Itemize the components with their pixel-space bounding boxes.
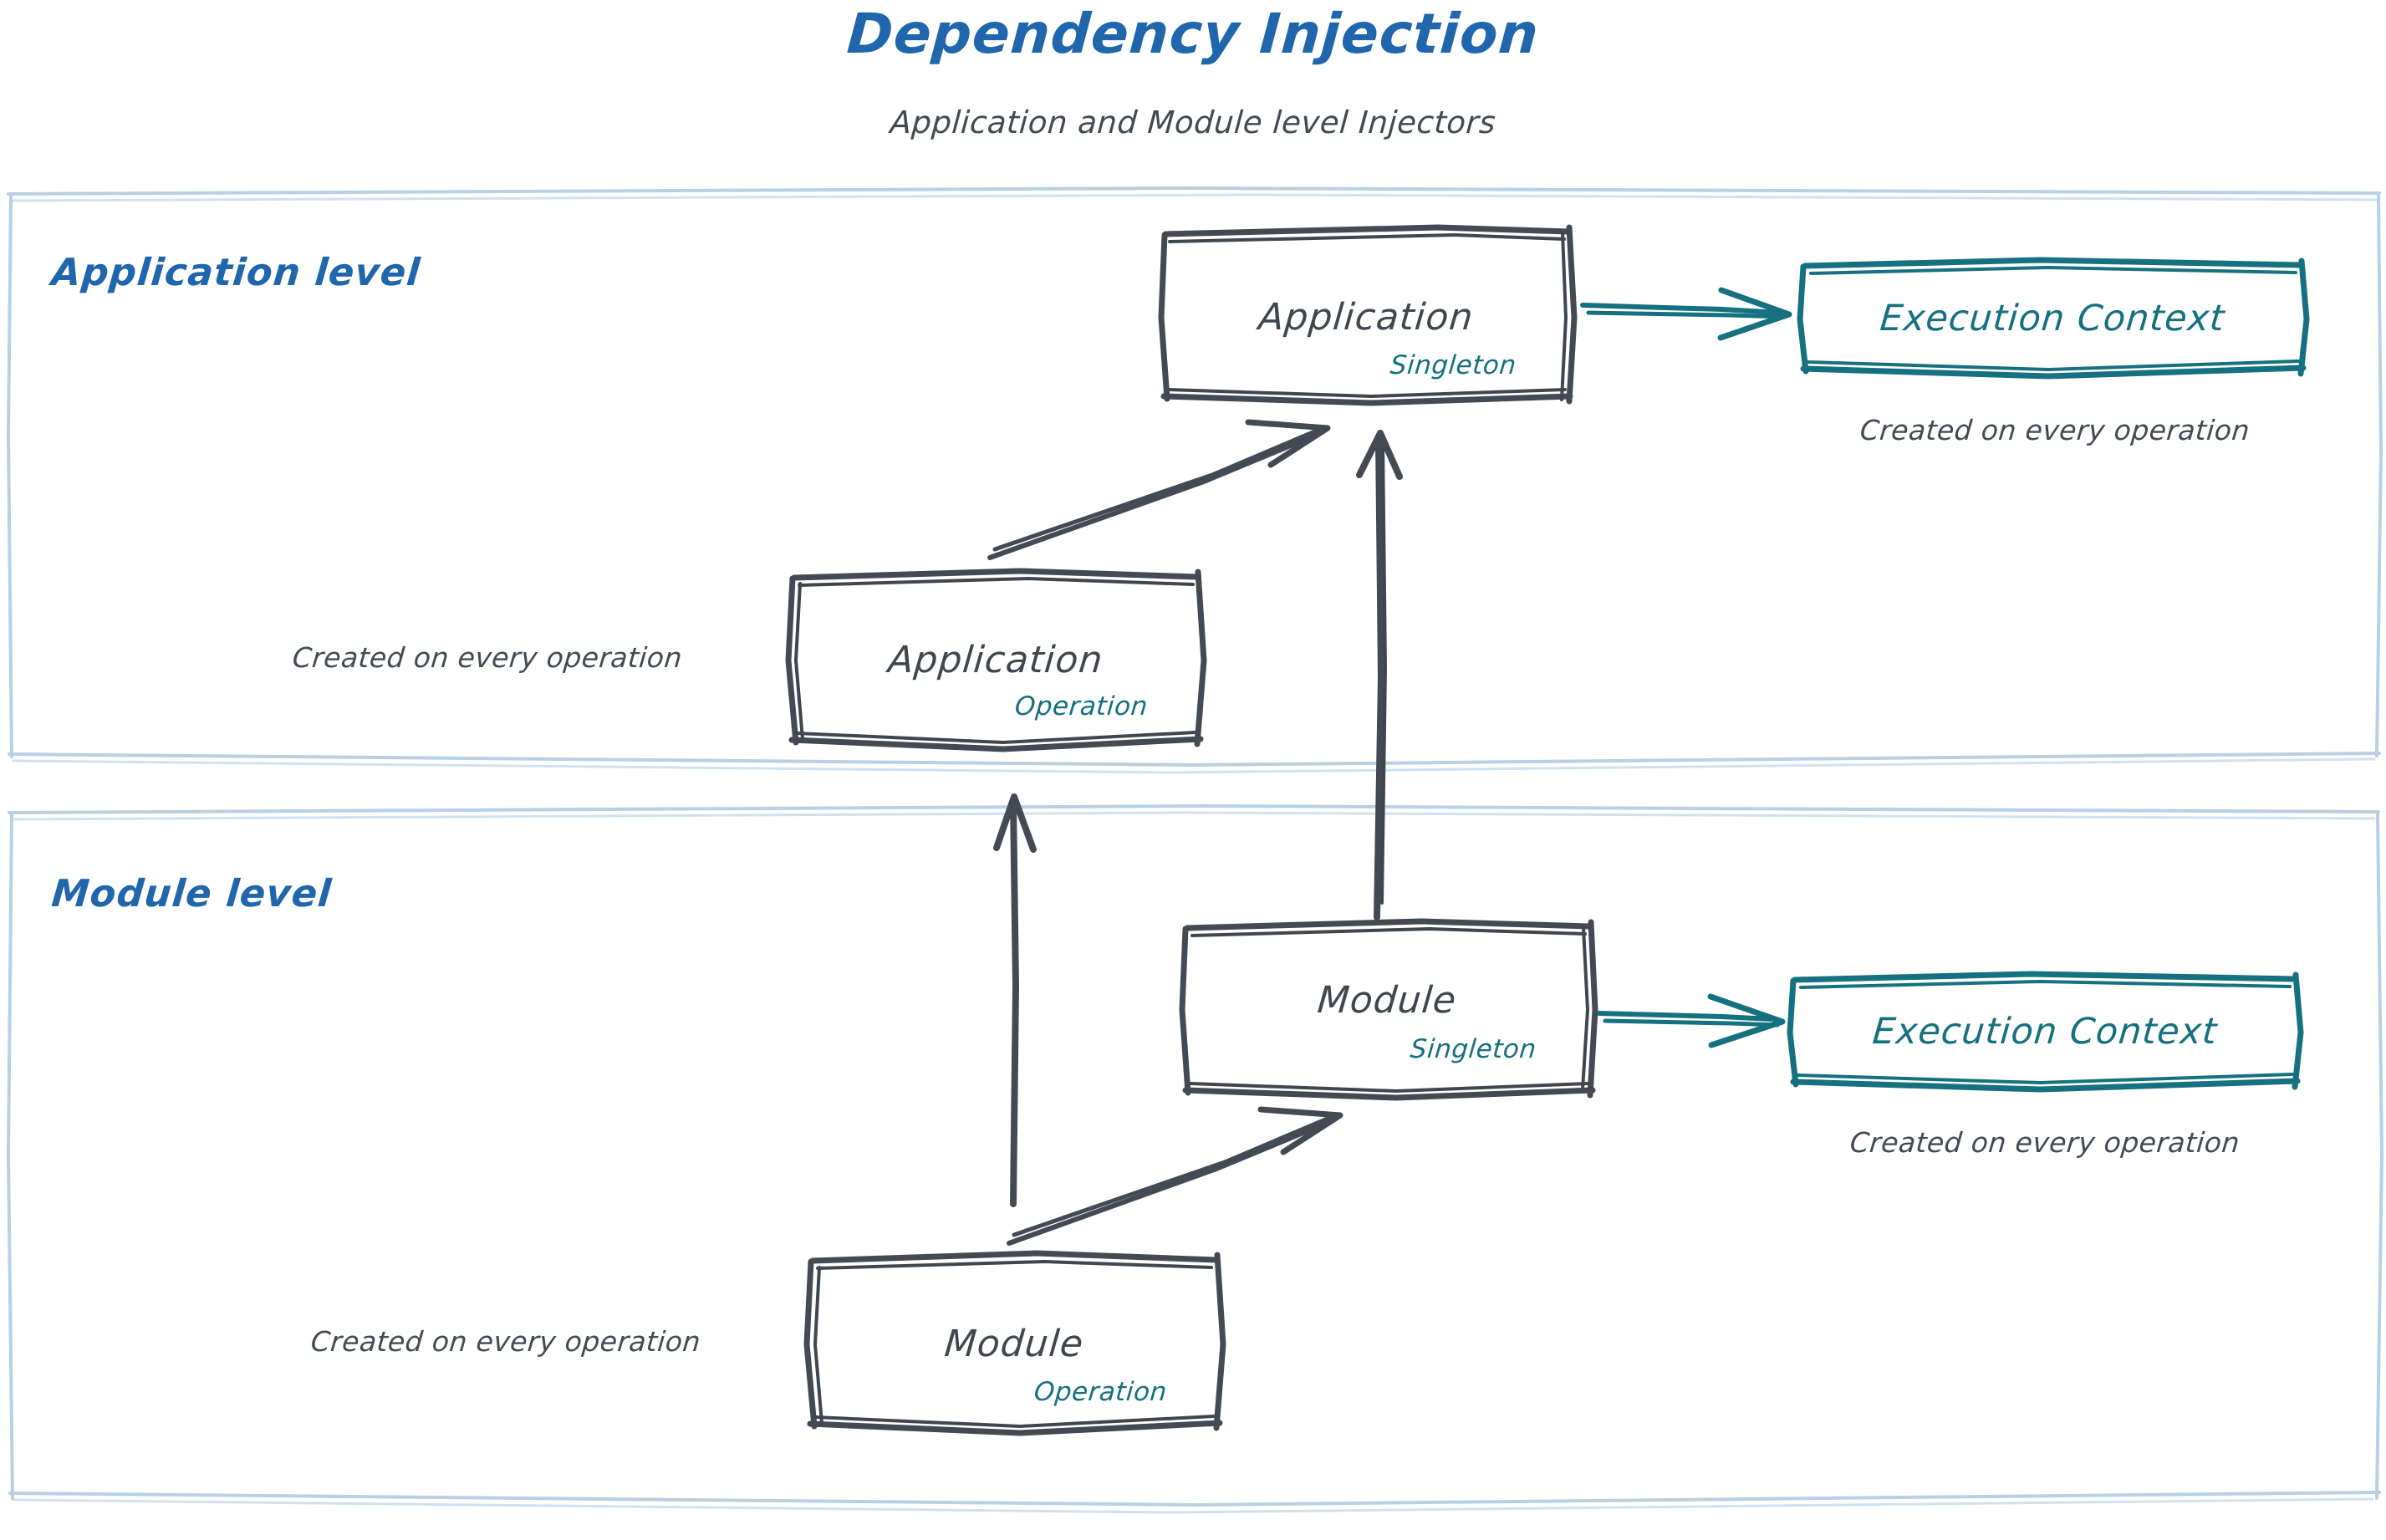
- edge-module-singleton-to-exec-context: [1597, 993, 1786, 1048]
- edge-app-singleton-to-exec-context: [1580, 287, 1792, 341]
- node-caption-module-operation: Created on every operation: [309, 1325, 702, 1358]
- context-caption-execution-context-module: Created on every operation: [1848, 1126, 2241, 1159]
- node-scope-module-singleton: Singleton: [1409, 1034, 1538, 1064]
- page-subtitle: Application and Module level Injectors: [889, 105, 1497, 140]
- node-title-application-singleton: Application: [1257, 296, 1476, 339]
- edge-module-singleton-to-app-singleton: [1356, 430, 1403, 920]
- node-scope-module-operation: Operation: [1032, 1377, 1169, 1407]
- node-title-application-operation: Application: [886, 639, 1105, 681]
- edge-app-operation-to-app-singleton: [987, 419, 1331, 560]
- page-title: Dependency Injection: [844, 2, 1542, 66]
- node-scope-application-singleton: Singleton: [1389, 350, 1518, 380]
- edge-module-operation-to-module-singleton: [1007, 1106, 1343, 1246]
- context-caption-execution-context-application: Created on every operation: [1858, 414, 2251, 446]
- edge-module-operation-to-app-operation: [993, 793, 1037, 1207]
- node-title-module-singleton: Module: [1315, 979, 1459, 1022]
- node-title-module-operation: Module: [942, 1323, 1086, 1365]
- zone-label-module-level: Module level: [49, 871, 334, 915]
- zone-label-application-level: Application level: [49, 250, 423, 294]
- context-title-execution-context-module: Execution Context: [1870, 1011, 2220, 1053]
- node-caption-application-operation: Created on every operation: [291, 641, 684, 674]
- container-module-level: [6, 803, 2384, 1514]
- context-title-execution-context-application: Execution Context: [1878, 298, 2227, 339]
- node-scope-application-operation: Operation: [1013, 691, 1150, 722]
